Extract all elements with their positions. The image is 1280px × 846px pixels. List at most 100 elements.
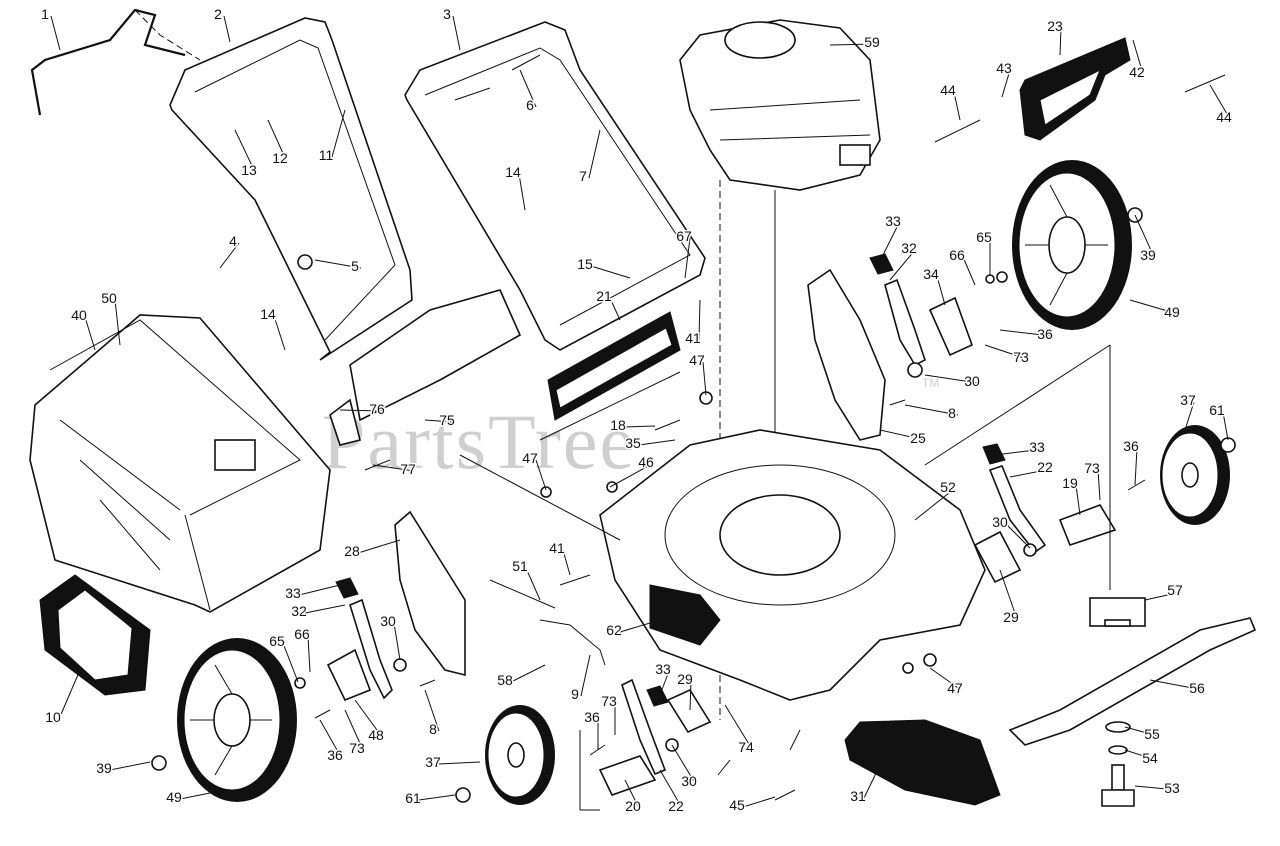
height-bracket-part-25	[807, 268, 886, 441]
callout-leader-c56	[1149, 679, 1204, 691]
callout-leader-c55	[1124, 726, 1159, 737]
callout-leader-c61b	[418, 794, 456, 801]
callout-leader-c73c	[344, 709, 364, 751]
rear-wheel-right-part-49	[1012, 160, 1132, 330]
callout-label-c66a: 66	[949, 247, 965, 263]
callout-label-c57: 57	[1167, 582, 1183, 598]
callout-leader-c67	[684, 237, 691, 279]
callout-leader-c54	[1124, 749, 1157, 761]
callout-label-c73d: 73	[601, 693, 617, 709]
callout-label-c31: 31	[850, 788, 866, 804]
callout-label-c18: 18	[610, 417, 626, 433]
callout-leader-c30b	[1005, 523, 1031, 549]
adjuster-lever-part-22	[621, 465, 1047, 776]
callout-leader-c39a	[1134, 214, 1155, 258]
callout-label-c43: 43	[996, 60, 1012, 76]
callout-leader-c44a	[953, 91, 961, 121]
callout-label-c67: 67	[676, 228, 692, 244]
callout-label-c11: 11	[319, 147, 334, 163]
callout-label-c14a: 14	[505, 164, 521, 180]
callout-leader-c2	[223, 15, 231, 43]
callout-leader-c25	[879, 429, 925, 441]
callout-leader-c41a	[698, 299, 701, 341]
cable-part-51	[489, 579, 606, 666]
callout-label-c10: 10	[45, 709, 61, 725]
callout-label-c50: 50	[101, 290, 117, 306]
callout-label-c32b: 32	[291, 603, 307, 619]
callout-leader-c77	[372, 464, 415, 472]
callout-leader-c57	[1144, 591, 1182, 601]
callout-leader-c22b	[659, 769, 683, 809]
callout-leader-c33d	[659, 670, 670, 696]
watermark-tm: TM	[922, 376, 939, 390]
callout-label-c30a: 30	[964, 373, 980, 389]
callout-leader-c37a	[1184, 401, 1195, 431]
callout-leader-c48	[354, 699, 383, 738]
callout-leader-c11	[331, 109, 346, 158]
callout-leader-c53	[1134, 785, 1179, 791]
callout-label-c58: 58	[497, 672, 513, 688]
callout-leader-c47c	[929, 667, 962, 691]
callout-label-c47c: 47	[947, 680, 963, 696]
callout-leader-c29a	[999, 569, 1018, 620]
lower-handle-part-2	[169, 17, 413, 361]
callout-leader-c30a	[924, 374, 979, 384]
adjuster-lever-part-32	[349, 278, 926, 700]
callout-label-c20: 20	[625, 798, 641, 814]
lever-knob-part-33	[335, 253, 1006, 707]
callout-label-c37a: 37	[1180, 392, 1196, 408]
callout-leader-c44b	[1209, 84, 1231, 120]
ratchet-plate-part-29	[666, 530, 1022, 734]
callout-leader-c28	[357, 539, 401, 554]
callout-leader-c30d	[671, 744, 696, 784]
callout-leader-c75	[424, 419, 454, 423]
callout-leader-c18	[623, 425, 656, 428]
callout-leader-c36b	[1134, 447, 1138, 486]
callout-label-c13: 13	[241, 162, 257, 178]
callout-leader-c22a	[1009, 468, 1052, 478]
callout-label-c47b: 47	[522, 450, 538, 466]
callout-label-c75: 75	[439, 412, 455, 428]
callout-leader-c61a	[1222, 411, 1229, 441]
callout-leader-c74	[724, 704, 753, 750]
callout-leader-c33c	[298, 584, 341, 596]
callout-leader-c30c	[393, 622, 401, 661]
callout-leader-c8a	[904, 404, 959, 416]
callout-label-c46: 46	[638, 454, 654, 470]
callout-leader-c66b	[307, 635, 311, 673]
callout-leader-c47a	[702, 361, 707, 396]
callout-label-c39b: 39	[96, 760, 112, 776]
callout-label-c33a: 33	[885, 213, 901, 229]
callout-label-c66b: 66	[294, 626, 310, 642]
callout-leader-c14b	[273, 315, 286, 351]
callout-label-c2: 2	[214, 6, 222, 22]
callout-leader-c35	[638, 439, 676, 446]
callout-label-c61a: 61	[1209, 402, 1225, 418]
lower-handle-part-3	[404, 21, 706, 351]
callout-leader-c15	[590, 265, 631, 279]
callout-leader-c9	[580, 654, 591, 697]
callout-label-c54: 54	[1142, 750, 1158, 766]
callout-leader-c4	[219, 242, 240, 269]
callout-label-c33c: 33	[285, 585, 301, 601]
callout-leader-c34	[936, 275, 946, 306]
callout-label-c76: 76	[369, 401, 385, 417]
callout-label-c4: 4	[229, 233, 237, 249]
callout-label-c30d: 30	[681, 773, 697, 789]
callout-label-c37b: 37	[425, 754, 441, 770]
callout-leader-c32a	[889, 249, 916, 281]
callout-label-c51: 51	[512, 558, 528, 574]
callout-label-c8a: 8	[948, 405, 956, 421]
callout-label-c62: 62	[606, 622, 622, 638]
callout-leader-c32b	[304, 604, 346, 614]
callout-label-c5: 5	[351, 258, 359, 274]
callout-leader-c6	[519, 69, 537, 108]
callout-label-c9: 9	[571, 686, 579, 702]
callout-label-c55: 55	[1144, 726, 1160, 742]
front-wheel-right-part-37	[1160, 425, 1230, 525]
callout-leader-c36c	[319, 719, 342, 758]
callout-label-c1: 1	[41, 6, 49, 22]
callout-label-c22a: 22	[1037, 459, 1053, 475]
